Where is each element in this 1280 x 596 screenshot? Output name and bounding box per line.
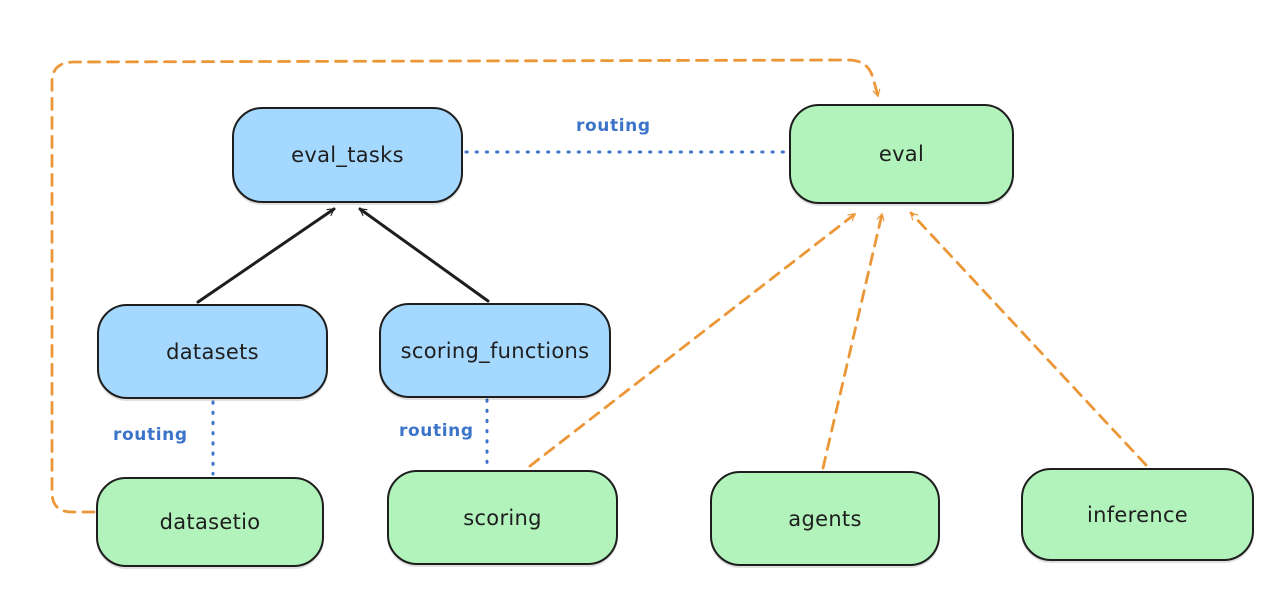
edge-datasets-to-eval-tasks [196, 207, 336, 304]
node-scoring-label: scoring [463, 505, 542, 530]
edge-inference-to-eval [909, 211, 1148, 467]
node-eval-tasks-label: eval_tasks [291, 143, 404, 167]
node-datasets-label: datasets [166, 339, 259, 364]
node-agents-label: agents [788, 506, 862, 531]
node-datasetio: datasetio [96, 477, 324, 567]
node-datasets: datasets [97, 304, 328, 399]
node-datasetio-label: datasetio [159, 510, 261, 534]
edge-label-routing-scoring-functions-scoring: routing [399, 421, 474, 441]
node-eval-label: eval [878, 142, 925, 166]
edge-datasetio-to-eval [50, 58, 881, 514]
node-scoring-functions-label: scoring_functions [400, 338, 590, 363]
node-eval-tasks: eval_tasks [232, 107, 463, 203]
node-eval: eval [789, 104, 1014, 204]
node-inference-label: inference [1086, 502, 1189, 527]
node-scoring-functions: scoring_functions [379, 303, 611, 398]
edge-scoring-functions-to-eval-tasks [358, 207, 490, 303]
node-agents: agents [710, 471, 940, 566]
edge-scoring-to-eval [528, 212, 857, 468]
node-inference: inference [1021, 468, 1254, 561]
node-scoring: scoring [387, 470, 618, 565]
edge-label-routing-eval-tasks-eval: routing [576, 116, 651, 136]
edge-label-routing-datasets-datasetio: routing [113, 425, 188, 445]
edge-agents-to-eval [821, 212, 885, 470]
